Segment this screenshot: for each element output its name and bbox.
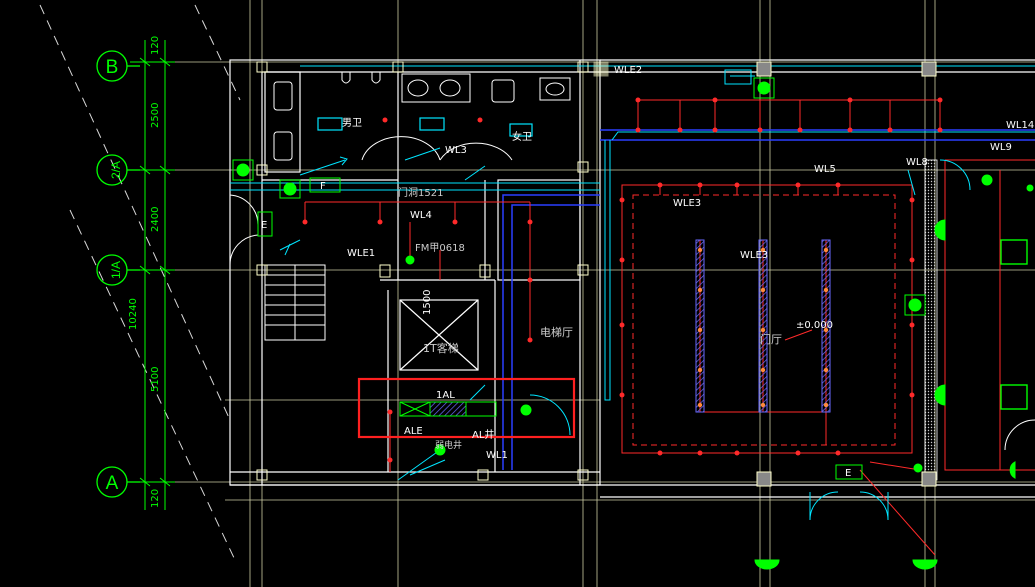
dim-2400: 2400 (150, 207, 161, 232)
label-elevator-hall: 电梯厅 (540, 326, 573, 339)
highlight-box[interactable] (357, 377, 576, 439)
stair (264, 264, 326, 341)
light-strips (695, 239, 831, 413)
green-fixtures (232, 77, 1034, 570)
label-male-wc: 男卫 (342, 117, 362, 129)
strip-lamps (697, 247, 829, 408)
label-wl3: WL3 (445, 145, 467, 156)
label-e-bottom: E (845, 468, 851, 479)
axis-label-b: B (106, 57, 119, 78)
columns (256, 61, 937, 487)
dim-5100: 5100 (150, 367, 161, 392)
label-door-mj: 门洞1521 (398, 186, 443, 199)
dimension-text: 120 2500 2400 10240 5100 120 (128, 36, 161, 508)
label-wle2: WLE2 (614, 65, 642, 76)
dim-10240: 10240 (128, 298, 139, 330)
label-wle3-b: WLE3 (740, 250, 768, 261)
drawing-labels: WLE2 WL14 WL9 WL8 WL5 WLE3 WLE3 WL3 WL4 … (261, 65, 1034, 479)
axis-bubbles (96, 50, 140, 498)
toilet-fixtures (229, 73, 571, 436)
outlets (317, 117, 533, 137)
label-fm: FM甲0618 (415, 243, 465, 254)
label-weak: 弱电井 (435, 439, 462, 451)
label-wl14: WL14 (1006, 120, 1034, 131)
label-1al: 1AL (436, 390, 455, 401)
dim-120-top: 120 (150, 36, 161, 55)
red-light-points (302, 97, 943, 463)
label-wle3-a: WLE3 (673, 198, 701, 209)
label-elevator: 1T客梯 (423, 341, 459, 355)
entrance-doors (809, 159, 1035, 521)
label-wle1: WLE1 (347, 248, 375, 259)
reference-grid (135, 0, 1035, 587)
axis-label-2a: 2/A (109, 161, 123, 179)
walls (229, 59, 1035, 498)
symbol-boxes (257, 69, 863, 480)
label-ale: ALE (404, 426, 423, 437)
label-lobby: 门厅 (760, 332, 782, 346)
dimension-chain (130, 40, 175, 510)
label-wl8: WL8 (906, 157, 928, 168)
label-1500: 1500 (422, 290, 433, 315)
dim-120-bottom: 120 (150, 489, 161, 508)
red-wiring (304, 99, 1035, 556)
label-e: E (261, 220, 267, 231)
urinals (341, 72, 381, 84)
axis-label-1a: 1/A (109, 261, 123, 279)
label-wl4: WL4 (410, 210, 432, 221)
label-wl1: WL1 (486, 450, 508, 461)
distribution-panel[interactable] (399, 401, 497, 417)
label-wl9: WL9 (990, 142, 1012, 153)
label-f: F (320, 181, 326, 192)
label-female-wc: 女卫 (512, 130, 532, 143)
label-wl5: WL5 (814, 164, 836, 175)
label-al: AL井 (472, 428, 494, 441)
dim-2500: 2500 (150, 103, 161, 128)
dotted-wall (924, 159, 938, 481)
axis-label-a: A (106, 473, 119, 494)
home-run-arrows (279, 147, 916, 476)
label-elev: ±0.000 (796, 320, 833, 331)
site-dashed-lines (39, 4, 241, 561)
